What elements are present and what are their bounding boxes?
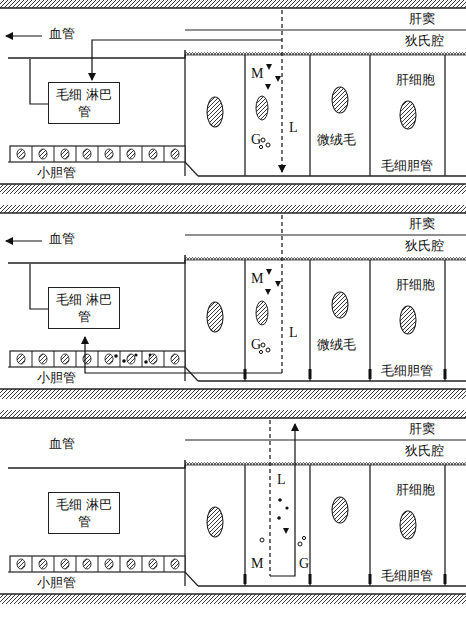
organelle-letter: G xyxy=(250,337,262,352)
organelle-letter: L xyxy=(276,472,287,487)
part-label: 毛细胆管 xyxy=(380,363,434,378)
lymph-capillary-box: 毛细 淋巴管 xyxy=(48,82,120,124)
part-label: 血管 xyxy=(48,231,76,246)
organelle-letter: L xyxy=(288,120,299,135)
part-label: 微绒毛 xyxy=(316,132,357,147)
organelle-letter: M xyxy=(250,271,264,286)
organelle-letter: L xyxy=(288,325,299,340)
part-label: 肝窦 xyxy=(408,11,436,26)
panel-1 xyxy=(0,0,466,194)
part-label: 微绒毛 xyxy=(316,337,357,352)
panel-2 xyxy=(0,205,466,399)
part-label: 肝细胞 xyxy=(395,72,436,87)
part-label: 狄氏腔 xyxy=(404,238,445,253)
node-text: 毛细 淋巴管 xyxy=(56,292,112,324)
organelle-letter: M xyxy=(250,556,264,571)
part-label: 毛细胆管 xyxy=(380,158,434,173)
part-label: 血管 xyxy=(48,436,76,451)
part-label: 狄氏腔 xyxy=(404,33,445,48)
part-label: 肝窦 xyxy=(408,216,436,231)
node-text: 毛细 淋巴管 xyxy=(56,87,112,119)
part-label: 小胆管 xyxy=(36,370,77,385)
part-label: 肝细胞 xyxy=(395,482,436,497)
part-label: 肝细胞 xyxy=(395,277,436,292)
organelle-letter: M xyxy=(250,66,264,81)
part-label: 小胆管 xyxy=(36,575,77,590)
panel-3 xyxy=(0,410,466,604)
part-label: 毛细胆管 xyxy=(380,568,434,583)
organelle-letter: G xyxy=(298,556,310,571)
organelle-letter: G xyxy=(250,132,262,147)
part-label: 肝窦 xyxy=(408,421,436,436)
part-label: 狄氏腔 xyxy=(404,443,445,458)
lymph-capillary-box: 毛细 淋巴管 xyxy=(48,287,120,329)
node-text: 毛细 淋巴管 xyxy=(56,497,112,529)
part-label: 血管 xyxy=(48,26,76,41)
part-label: 小胆管 xyxy=(36,165,77,180)
lymph-capillary-box: 毛细 淋巴管 xyxy=(48,492,120,534)
